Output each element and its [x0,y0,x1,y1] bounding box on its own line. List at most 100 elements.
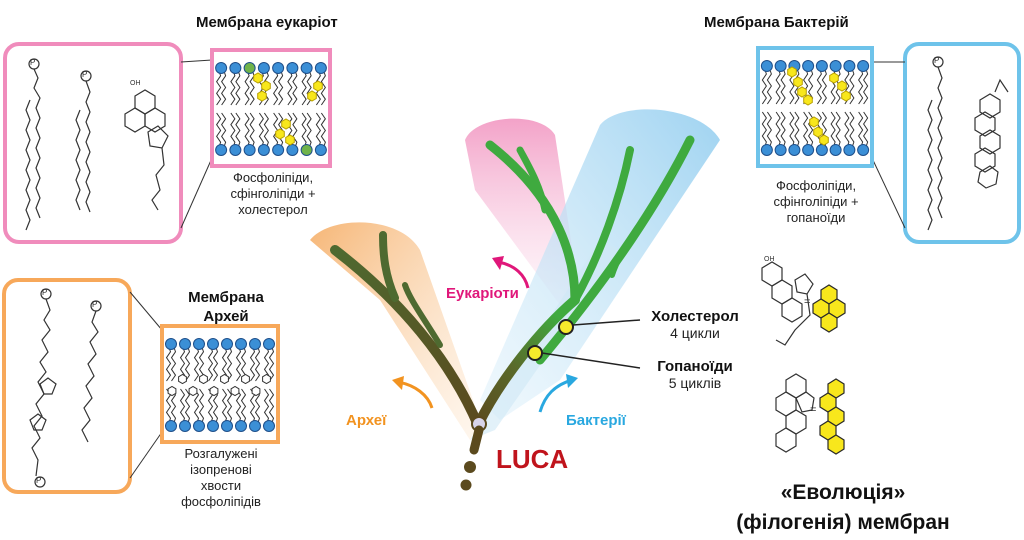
isoprene-ring [199,373,208,385]
isoprene-ring [178,373,187,385]
lipid-tail [249,345,256,382]
lipid-tail [863,111,869,149]
lipid-head [760,60,773,72]
main-trunk [473,295,580,430]
lipid-head [843,144,856,156]
lipid-tail [766,67,772,105]
lipid-head [229,144,242,156]
lipid-tail [240,388,247,425]
lipid-tail [263,112,269,149]
lipid-tail [292,112,298,149]
lipid-tail [230,69,236,106]
lipid-head [300,144,313,156]
caption-line: фосфоліпідів [181,494,261,509]
eukaryote-membrane-title: Мембрана еукаріот [196,14,338,31]
sterol-ring [313,80,323,92]
isoprene-ring [220,373,229,385]
archaea-membrane-title: Мембрана Архей [176,288,276,326]
eukaryote-bilayer [215,62,327,156]
lipid-head [815,60,828,72]
archaea-membrane-title-line: Архей [203,308,249,325]
lipid-head [243,62,256,74]
lipid-tail [235,112,241,149]
phosphate-label: P [82,70,88,79]
isoprene-ring [230,385,240,397]
sterol-ring [829,72,839,84]
lipid-tail [761,111,767,149]
phosphate-label: P [92,300,98,309]
lipid-tail [254,345,261,382]
sterol-ring [837,80,847,92]
main-title-line: «Еволюція» [780,481,906,504]
lipid-tail [301,112,307,149]
hopanoid-name: Гопаноїди [657,358,733,375]
archaea-branch [330,245,483,430]
lipid-head [165,420,177,432]
lipid-tail [193,388,200,425]
cholesterol-name: Холестерол [651,308,739,325]
hydroxyl-label: OH [764,256,775,263]
lipid-head [215,144,228,156]
lipid-tail [226,388,233,425]
lipid-tail [179,388,186,425]
phosphate-label: P [934,56,940,65]
caption-line: сфінголіпіди + [230,186,316,201]
phosphate-label: P [30,58,36,67]
lipid-tail [273,69,279,106]
lipid-head [300,62,313,74]
lipid-tail [263,388,270,425]
lipid-head [815,144,828,156]
sterol-ring [281,118,291,130]
lipid-head [774,60,787,72]
lipid-tail [830,111,836,149]
hopanoid-marker [527,345,543,361]
cholesterol-rings: 4 цикли [670,325,720,341]
lipid-head [802,144,815,156]
archaea-membrane-title-line: Мембрана [188,289,264,306]
luca-label: LUCA [496,444,569,474]
lipid-head [263,420,275,432]
lipid-tail [268,345,275,382]
lipid-tail [320,112,326,149]
caption-line: холестерол [238,202,308,217]
lipid-tail [789,111,795,149]
sterol-ring [285,134,295,146]
lipid-tail [235,345,242,382]
sterol-ring [787,66,797,78]
lipid-head [829,60,842,72]
cholesterol-marker [558,319,574,335]
lipid-head [207,338,219,350]
lipid-tail [184,388,191,425]
lipid-tail [212,345,219,382]
cholesterol-structure [761,261,814,346]
lipid-head [857,144,870,156]
lipid-tail [268,388,275,425]
bacteria-molecules-box [903,42,1021,244]
lipid-tail [216,112,222,149]
lipid-head [286,144,299,156]
hopanoid-rings: 5 циклів [668,375,722,391]
sterol-ring [307,90,317,102]
lipid-tail [221,69,227,106]
caption-line: ізопренові [190,462,252,477]
lipid-head [257,62,270,74]
lipid-tail [170,388,177,425]
lipid-tail [170,345,177,382]
hopanoid-rings-icon [819,378,845,455]
bacteria-label: Бактерії [566,412,626,429]
hopanoid-structure [775,373,815,453]
lipid-tail [230,112,236,149]
eukaryotes-label: Еукаріоти [446,285,519,302]
hopanoid-marker-label: Гопаноїди 5 циклів [640,358,750,391]
cholesterol-marker-label: Холестерол 4 цикли [640,308,750,341]
lipid-tail [165,345,172,382]
lipid-head [229,62,242,74]
isoprene-ring [251,385,261,397]
isoprene-ring [167,385,177,397]
lipid-head [207,420,219,432]
caption-line: Фосфоліпіди, [775,178,857,193]
lipid-tail [249,112,255,149]
eukaryote-branch [485,140,580,305]
lipid-head [774,144,787,156]
